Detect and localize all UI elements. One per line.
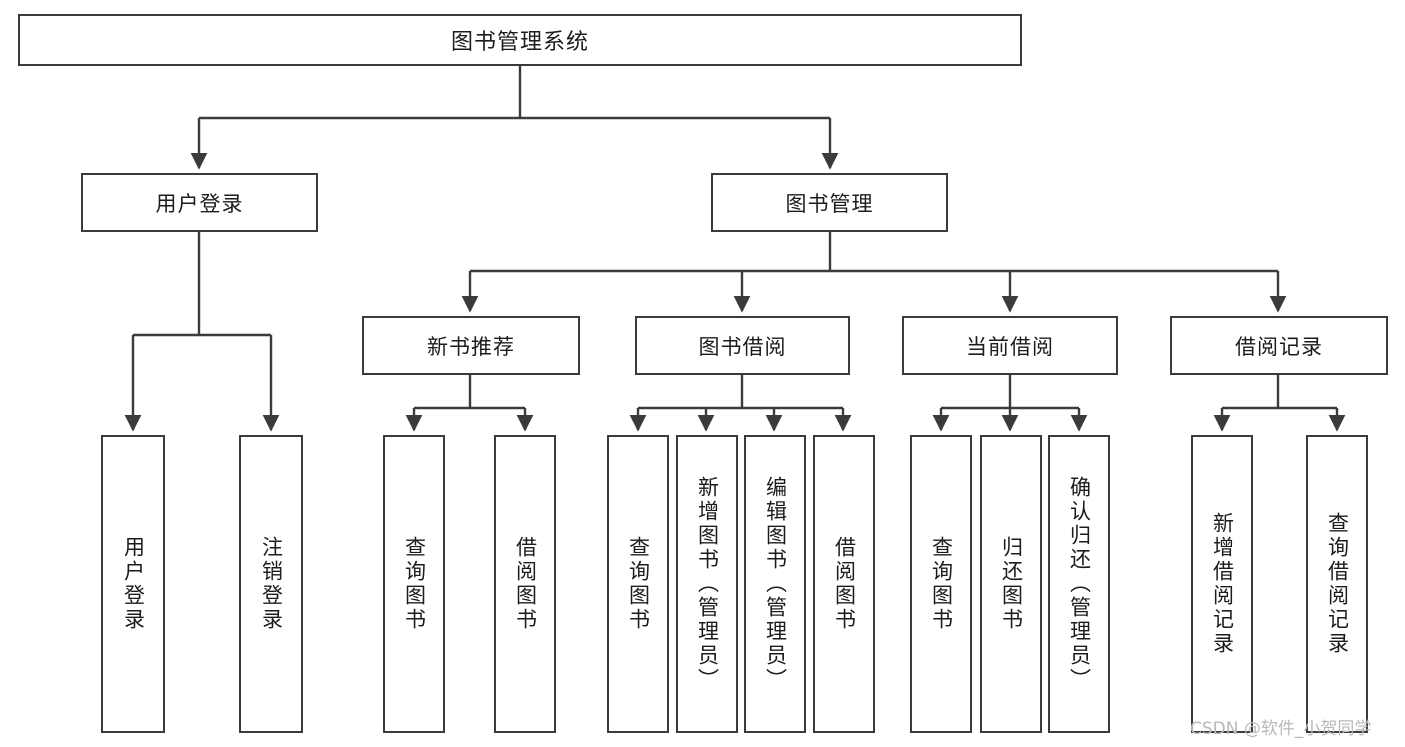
leaf-label: 注销登录: [259, 536, 284, 632]
leaf-label: 查询图书: [929, 536, 954, 632]
node-current-borrow-label: 当前借阅: [966, 334, 1054, 359]
leaf-new-book-query[interactable]: 查询图书: [383, 435, 445, 733]
leaf-book-borrow-query[interactable]: 查询图书: [607, 435, 669, 733]
node-root-label: 图书管理系统: [450, 30, 589, 55]
leaf-label: 查询图书: [402, 536, 427, 632]
node-book-borrow[interactable]: 图书借阅: [635, 316, 850, 375]
node-root[interactable]: 图书管理系统: [18, 14, 1022, 66]
leaf-label: 新增借阅记录: [1210, 512, 1235, 656]
leaf-new-book-borrow[interactable]: 借阅图书: [494, 435, 556, 733]
node-current-borrow[interactable]: 当前借阅: [902, 316, 1118, 375]
leaf-current-borrow-return[interactable]: 归还图书: [980, 435, 1042, 733]
leaf-label: 查询借阅记录: [1325, 512, 1350, 656]
leaf-book-borrow-edit[interactable]: 编辑图书（管理员）: [744, 435, 806, 733]
leaf-label: 确认归还（管理员）: [1067, 476, 1092, 692]
node-book-manage-label: 图书管理: [785, 191, 874, 216]
leaf-current-borrow-confirm[interactable]: 确认归还（管理员）: [1048, 435, 1110, 733]
node-new-book-recommend-label: 新书推荐: [427, 334, 515, 359]
leaf-book-borrow-borrow[interactable]: 借阅图书: [813, 435, 875, 733]
leaf-user-login-logout[interactable]: 注销登录: [239, 435, 303, 733]
leaf-book-borrow-add[interactable]: 新增图书（管理员）: [676, 435, 738, 733]
leaf-current-borrow-query[interactable]: 查询图书: [910, 435, 972, 733]
leaf-user-login-login[interactable]: 用户登录: [101, 435, 165, 733]
node-new-book-recommend[interactable]: 新书推荐: [362, 316, 580, 375]
leaf-borrow-records-query[interactable]: 查询借阅记录: [1306, 435, 1368, 733]
leaf-label: 归还图书: [999, 536, 1024, 632]
node-borrow-records-label: 借阅记录: [1235, 334, 1323, 359]
leaf-borrow-records-add[interactable]: 新增借阅记录: [1191, 435, 1253, 733]
leaf-label: 借阅图书: [832, 536, 857, 632]
leaf-label: 用户登录: [121, 536, 146, 632]
node-book-manage[interactable]: 图书管理: [711, 173, 948, 232]
leaf-label: 新增图书（管理员）: [695, 476, 720, 692]
node-book-borrow-label: 图书借阅: [698, 334, 787, 359]
watermark: CSDN @软件_小贺同学: [1190, 719, 1372, 739]
leaf-label: 借阅图书: [513, 536, 538, 632]
leaf-label: 查询图书: [626, 536, 651, 632]
leaf-label: 编辑图书（管理员）: [763, 476, 788, 692]
node-user-login[interactable]: 用户登录: [81, 173, 318, 232]
node-borrow-records[interactable]: 借阅记录: [1170, 316, 1388, 375]
node-user-login-label: 用户登录: [155, 191, 244, 216]
